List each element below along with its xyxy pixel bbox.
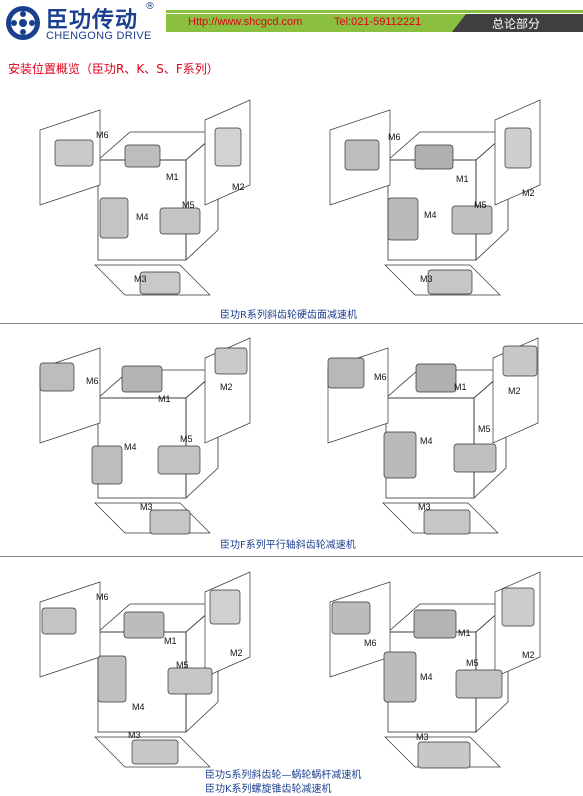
mount-diagram-left: M6 M1 M2 M4 M5 M3: [39, 99, 251, 296]
caption-k-series: 臣功K系列螺旋锥齿轮减速机: [205, 784, 332, 795]
caption-r-series: 臣功R系列斜齿轮硬齿面减速机: [220, 310, 357, 321]
label-m6: M6: [86, 376, 99, 386]
label-m4: M4: [136, 212, 149, 222]
panel-s-k-series: M6 M1 M2 M4 M5 M3 M6 M1 M2 M4 M5 M3: [0, 560, 583, 795]
website-link[interactable]: Http://www.shcgcd.com: [188, 16, 303, 28]
label-m6: M6: [374, 372, 387, 382]
label-m4: M4: [124, 442, 137, 452]
caption-s-series: 臣功S系列斜齿轮—蜗轮蜗杆减速机: [205, 770, 362, 781]
s-k-series-diagram: M6 M1 M2 M4 M5 M3 M6 M1 M2 M4 M5 M3: [39, 571, 541, 769]
section-tab: [452, 14, 583, 32]
label-m1: M1: [158, 394, 171, 404]
panel-f-series: M6 M1 M2 M4 M5 M3 M6 M1 M2 M4 M5 M3: [0, 328, 583, 558]
page-title: 安装位置概览（臣功R、K、S、F系列）: [8, 62, 219, 76]
r-series-diagram: M6 M1 M2 M4 M5 M3 M6 M1 M2 M4 M5 M3: [39, 99, 541, 296]
label-m2: M2: [220, 382, 233, 392]
panel-r-series: M6 M1 M2 M4 M5 M3 M6 M1 M2 M4 M5 M3: [0, 90, 583, 321]
label-m1: M1: [458, 628, 471, 638]
page-header: 臣功传动 ® CHENGONG DRIVE Http://www.shcgcd.…: [0, 0, 583, 48]
label-m3: M3: [134, 274, 147, 284]
brand-name-en: CHENGONG DRIVE: [46, 30, 152, 42]
label-m6: M6: [364, 638, 377, 648]
label-m5: M5: [180, 434, 193, 444]
label-m4: M4: [420, 672, 433, 682]
label-m2: M2: [522, 188, 535, 198]
label-m5: M5: [478, 424, 491, 434]
label-m1: M1: [454, 382, 467, 392]
label-m5: M5: [466, 658, 479, 668]
brand-logo-icon: [6, 6, 40, 40]
label-m4: M4: [420, 436, 433, 446]
label-m3: M3: [418, 502, 431, 512]
label-m6: M6: [96, 130, 109, 140]
label-m5: M5: [474, 200, 487, 210]
phone-number: Tel:021-59112221: [334, 16, 422, 28]
registered-mark: ®: [145, 1, 155, 12]
label-m3: M3: [420, 274, 433, 284]
label-m1: M1: [456, 174, 469, 184]
label-m1: M1: [164, 636, 177, 646]
label-m1: M1: [166, 172, 179, 182]
mount-diagram-right: M6 M1 M2 M4 M5 M3: [329, 99, 541, 296]
caption-f-series: 臣功F系列平行轴斜齿轮减速机: [220, 540, 356, 551]
label-m6: M6: [96, 592, 109, 602]
label-m5: M5: [182, 200, 195, 210]
header-stripe: [166, 10, 583, 13]
section-label: 总论部分: [492, 17, 541, 31]
label-m2: M2: [508, 386, 521, 396]
label-m2: M2: [232, 182, 245, 192]
label-m2: M2: [230, 648, 243, 658]
label-m3: M3: [416, 732, 429, 742]
label-m3: M3: [140, 502, 153, 512]
label-m5: M5: [176, 660, 189, 670]
label-m4: M4: [424, 210, 437, 220]
label-m4: M4: [132, 702, 145, 712]
label-m6: M6: [388, 132, 401, 142]
panel-divider: [0, 323, 583, 324]
mount-diagram-right: M6 M1 M2 M4 M5 M3: [327, 337, 539, 535]
label-m3: M3: [128, 730, 141, 740]
brand-name-cn: 臣功传动: [46, 7, 139, 33]
mount-diagram-left: M6 M1 M2 M4 M5 M3: [39, 337, 251, 535]
mount-diagram-left: M6 M1 M2 M4 M5 M3: [39, 571, 251, 768]
label-m2: M2: [522, 650, 535, 660]
mount-diagram-right: M6 M1 M2 M4 M5 M3: [329, 571, 541, 769]
panel-divider: [0, 556, 583, 557]
f-series-diagram: M6 M1 M2 M4 M5 M3 M6 M1 M2 M4 M5 M3: [39, 337, 539, 535]
